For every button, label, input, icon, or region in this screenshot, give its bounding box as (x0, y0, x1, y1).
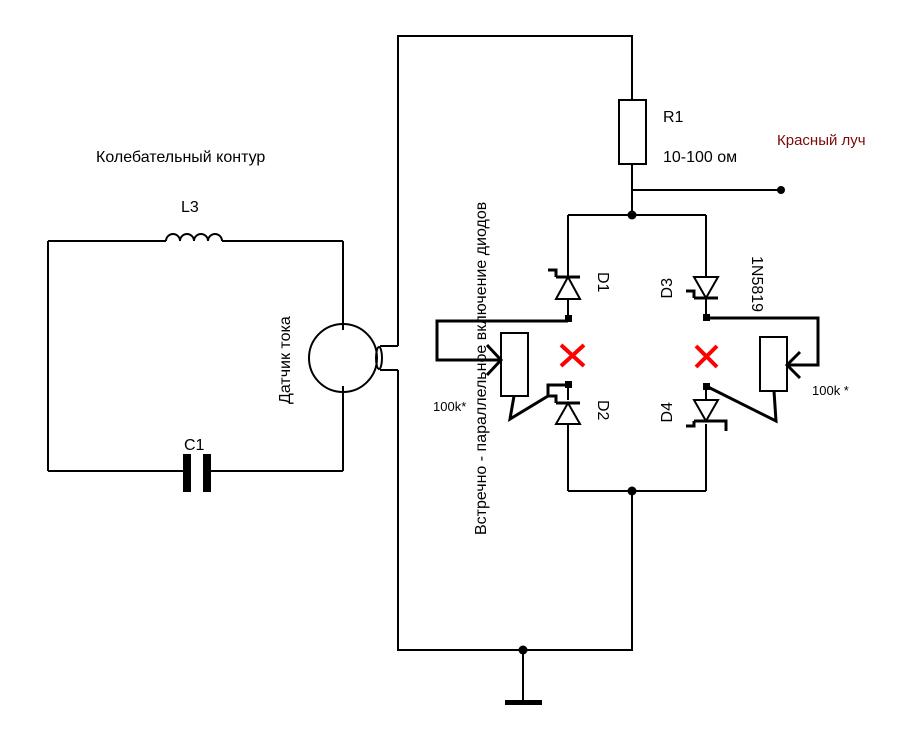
diode-d1: D1 (548, 268, 611, 300)
capacitor-plate-left (183, 454, 191, 492)
wire-up-to-r1 (397, 35, 633, 346)
potentiometer-left-body (500, 332, 529, 397)
wire-down-to-ground (397, 370, 633, 651)
diode-d1-bar (548, 268, 580, 279)
diode-d3-bar (686, 289, 718, 300)
current-sensor-ring (308, 323, 378, 393)
diode-d2-body (554, 400, 582, 425)
inductor-coil (165, 233, 223, 242)
left-node-upper (565, 315, 572, 322)
inductor-label: L3 (181, 199, 199, 216)
potentiometer-right-wiper (706, 316, 820, 380)
output-terminal (777, 186, 785, 194)
potentiometer-left-lead (507, 383, 566, 422)
potentiometer-left-label: 100k* (433, 399, 466, 414)
resistor-r1-label: R1 (663, 109, 684, 126)
diode-d3: D3 1N5819 (659, 256, 765, 312)
output-label: Красный луч (777, 132, 866, 149)
diode-d1-body (554, 274, 582, 300)
cross-mark-right (694, 344, 719, 369)
left-node-lower (565, 381, 572, 388)
potentiometer-right-body (759, 336, 788, 392)
diode-connection-note: Встречно - параллельное включение диодов (473, 202, 490, 535)
tank-title: Колебательный контур (96, 149, 265, 166)
capacitor-label: C1 (184, 437, 205, 454)
capacitor-plate-right (203, 454, 211, 492)
right-node-lower (703, 383, 710, 390)
resistor-r1-value: 10-100 ом (663, 149, 737, 166)
diode-d2: D2 (548, 394, 611, 425)
resistor-r1: R1 10-100 ом Красный луч (618, 99, 866, 166)
resistor-r1-body (618, 99, 647, 165)
diode-d1-label: D1 (594, 272, 611, 293)
potentiometer-right: 100k * (706, 316, 849, 424)
lc-tank-circuit: L3 C1 Колебательный контур (47, 149, 344, 492)
main-wiring (380, 35, 785, 705)
diode-bridge: D1 D2 D3 1N5819 D4 (548, 214, 765, 492)
diode-d2-bar (548, 394, 580, 405)
potentiometer-left-wiper (435, 319, 568, 377)
diode-d4: D4 (659, 399, 728, 431)
current-sensor-core (375, 346, 383, 370)
diode-d4-bar (686, 419, 728, 431)
diode-d3-body (692, 276, 720, 301)
diode-d4-body (692, 399, 720, 424)
ground-icon (505, 700, 542, 705)
potentiometer-right-lead (707, 385, 778, 424)
diode-d2-label: D2 (594, 400, 611, 421)
potentiometer-right-label: 100k * (812, 383, 849, 398)
diode-type-label: 1N5819 (748, 256, 765, 312)
diode-d3-label: D3 (659, 278, 676, 299)
cross-mark-left (559, 343, 586, 368)
potentiometer-left: 100k* (433, 319, 568, 422)
diode-d4-label: D4 (659, 402, 676, 423)
current-sensor-label: Датчик тока (277, 316, 294, 404)
current-sensor: Датчик тока (277, 316, 383, 404)
